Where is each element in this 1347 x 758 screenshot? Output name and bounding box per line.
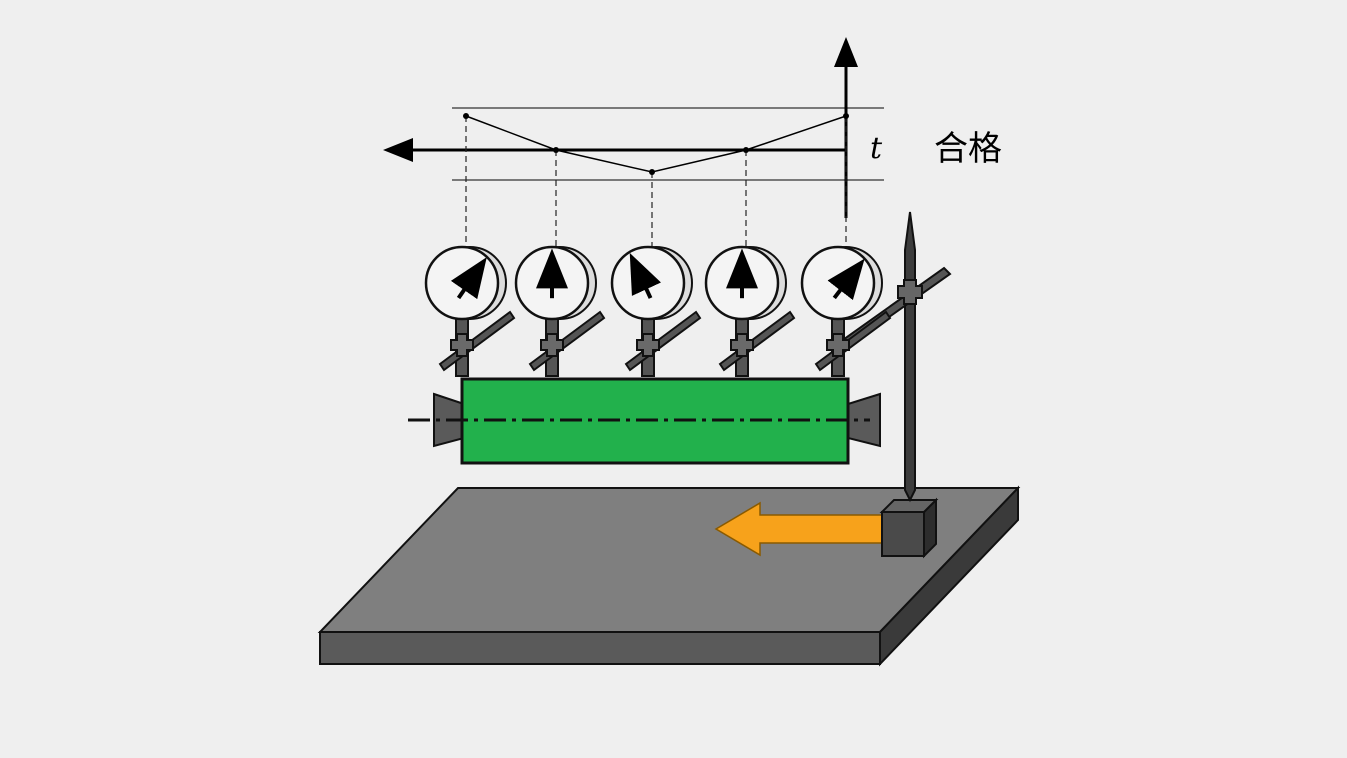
profile-point <box>463 113 469 119</box>
gauge-face <box>800 245 876 321</box>
move-direction-arrow <box>714 501 883 557</box>
dial-gauge <box>424 245 516 377</box>
gauge-needle <box>450 257 487 300</box>
projection-lines <box>465 116 847 246</box>
profile-points <box>463 113 849 175</box>
dial-gauge <box>704 245 796 377</box>
tolerance-label: t <box>870 131 883 166</box>
plate-front <box>319 631 881 665</box>
gauge-face <box>424 245 500 321</box>
stand-clamp <box>897 279 923 305</box>
gauge-clamp <box>450 333 474 357</box>
plate-side <box>879 485 1019 667</box>
stand-base-front <box>881 511 925 557</box>
runout-profile-line <box>465 115 847 173</box>
dial-gauge <box>610 245 702 377</box>
gauge-needle <box>827 258 865 301</box>
profile-point <box>649 169 655 175</box>
gauge-clamp <box>636 333 660 357</box>
dial-gauges <box>424 245 892 377</box>
gauge-clamp <box>826 333 850 357</box>
dial-gauge <box>514 245 606 377</box>
profile-point <box>553 147 559 153</box>
verdict-label: 合格 <box>934 129 1002 169</box>
gauge-clamp <box>730 333 754 357</box>
profile-point <box>743 147 749 153</box>
gauge-clamp <box>540 333 564 357</box>
profile-point <box>843 113 849 119</box>
dial-gauge <box>800 245 892 377</box>
gauge-needle <box>629 252 662 299</box>
shaft-assembly <box>408 377 881 465</box>
runout-profile-graph: t 合格 <box>383 37 1002 246</box>
stand-base-top <box>879 499 939 513</box>
gauge-face <box>610 245 686 321</box>
stand-column <box>904 211 916 503</box>
